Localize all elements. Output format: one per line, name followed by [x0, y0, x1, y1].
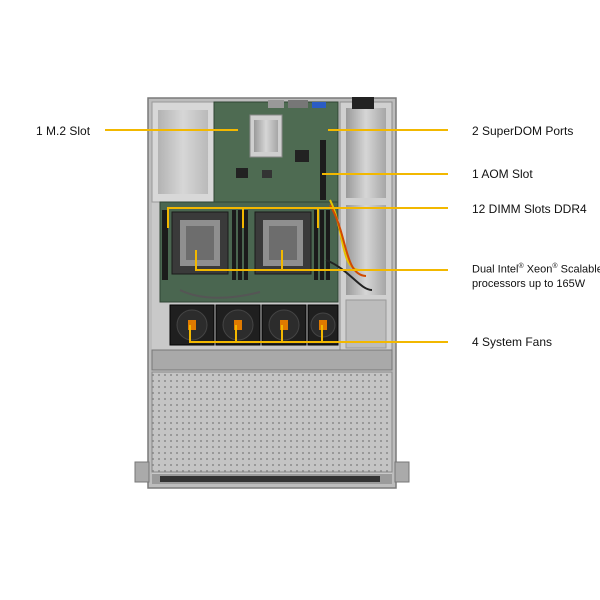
- fans-callout-line: [189, 325, 448, 343]
- callout-lines: [105, 129, 448, 343]
- system-fans-label: 4 System Fans: [472, 335, 553, 349]
- cpu-label-line1: Dual Intel® Xeon® Scalable: [472, 263, 600, 276]
- aom-slot-label: 1 AOM Slot: [472, 167, 533, 181]
- power-supply-bay: [339, 97, 393, 353]
- system-fans: [169, 304, 339, 346]
- cables: [179, 199, 373, 299]
- cpu-label-line2: processors up to 165W: [472, 277, 586, 290]
- cpu-socket-1: [171, 211, 229, 275]
- cpu-socket-2: [254, 211, 312, 275]
- riser-bay: [151, 101, 215, 203]
- front-drive-bay: [151, 349, 393, 484]
- cpu-label: Dual Intel® Xeon® Scalable processors up…: [472, 260, 600, 291]
- cpu-callout-line: [195, 250, 448, 271]
- dimm-slots: [162, 210, 330, 280]
- dimm-slots-label: 12 DIMM Slots DDR4: [472, 202, 587, 216]
- superdom-ports-label: 2 SuperDOM Ports: [472, 124, 574, 138]
- m2-slot-label: 1 M.2 Slot: [36, 124, 91, 138]
- dimm-callout-line: [167, 207, 448, 228]
